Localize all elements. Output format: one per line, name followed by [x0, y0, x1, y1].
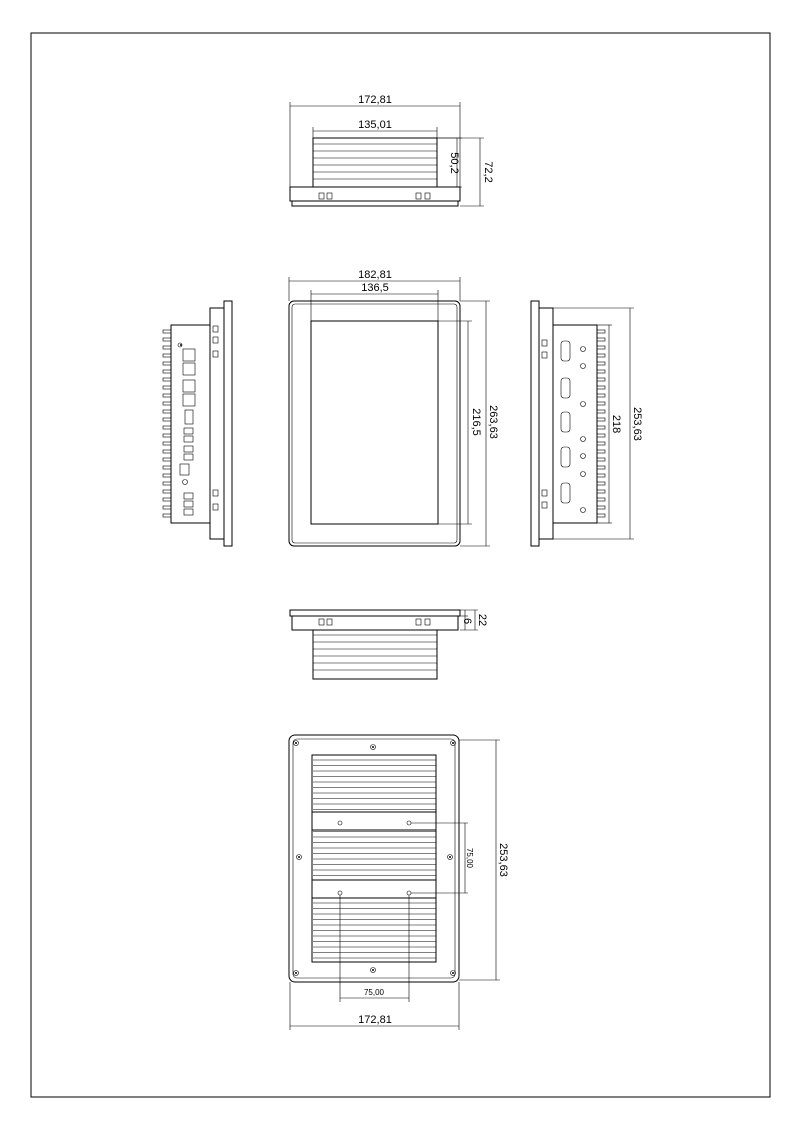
top-outer-width-label: 172,81 — [358, 94, 392, 106]
heatsink-fin — [596, 329, 606, 334]
heatsink-fin — [596, 353, 606, 358]
heatsink-fin — [162, 345, 172, 350]
heatsink-fin — [162, 369, 172, 374]
heatsink-fin — [596, 377, 606, 382]
right-inner-height-label: 218 — [610, 415, 622, 433]
heatsink-fin — [162, 481, 172, 486]
heatsink-fin — [596, 489, 606, 494]
heatsink-fin — [596, 433, 606, 438]
heatsink-fin — [162, 329, 172, 334]
front-screen-width-label: 136,5 — [361, 282, 389, 294]
heatsink-fin — [162, 361, 172, 366]
top-total-depth-label: 72,2 — [482, 161, 494, 182]
heatsink-fin — [596, 449, 606, 454]
heatsink-fin — [596, 369, 606, 374]
front-outer-height-label: 263,63 — [487, 405, 499, 439]
heatsink-fin — [596, 457, 606, 462]
heatsink-fin — [596, 417, 606, 422]
top-inner-width-label: 135,01 — [358, 119, 392, 131]
front-screen-height-label: 216,5 — [470, 408, 482, 436]
heatsink-fin — [162, 433, 172, 438]
heatsink-fin — [162, 513, 172, 518]
right-outer-height-label: 253,63 — [631, 407, 643, 441]
right-side-view: 218 253,63 — [530, 300, 643, 547]
heatsink-fin — [162, 489, 172, 494]
left-side-view — [162, 300, 233, 547]
heatsink-fin — [596, 441, 606, 446]
heatsink-fin — [596, 393, 606, 398]
heatsink-fin — [596, 465, 606, 470]
heatsink-fin — [162, 337, 172, 342]
bottom-bezel-label: 6 — [461, 618, 473, 624]
heatsink-fin — [596, 361, 606, 366]
screen-area — [310, 320, 439, 525]
heatsink-fin — [596, 513, 606, 518]
heatsink-fin — [596, 425, 606, 430]
heatsink-fin — [162, 409, 172, 414]
vesa-horizontal-label: 75,00 — [364, 988, 385, 997]
heatsink-fin — [162, 401, 172, 406]
front-outer-width-label: 182,81 — [358, 269, 392, 281]
bottom-view: 22 6 — [289, 609, 488, 680]
heatsink-fin — [162, 353, 172, 358]
heatsink-fin — [162, 425, 172, 430]
heatsink-fin — [596, 385, 606, 390]
heatsink-fin — [162, 457, 172, 462]
heatsink-fin — [162, 417, 172, 422]
heatsink-fin — [162, 377, 172, 382]
heatsink-fin — [162, 393, 172, 398]
heatsink-fin — [162, 505, 172, 510]
front-bezel — [288, 300, 461, 547]
heatsink-fin — [596, 473, 606, 478]
heatsink-fin — [596, 401, 606, 406]
rear-height-label: 253,63 — [497, 843, 509, 877]
front-view: 182,81 136,5 216,5 263,63 — [288, 269, 499, 547]
heatsink-fin — [162, 465, 172, 470]
bottom-depth-label: 22 — [476, 614, 488, 626]
vesa-vertical-label: 75,00 — [465, 848, 474, 869]
heatsink-fin — [596, 505, 606, 510]
drawing-border — [30, 32, 771, 1098]
heatsink-fin — [162, 497, 172, 502]
heatsink-fin — [596, 337, 606, 342]
heatsink-fin — [162, 449, 172, 454]
rear-width-label: 172,81 — [358, 1014, 392, 1026]
heatsink-fin — [162, 385, 172, 390]
heatsink-fin — [596, 409, 606, 414]
heatsink-fin — [596, 497, 606, 502]
top-view: 172,81 135,01 50,2 72,2 — [289, 94, 494, 207]
top-heatsink-depth-label: 50,2 — [448, 152, 460, 173]
rear-view: 75,00 75,00 253,63 172,81 — [288, 734, 509, 1030]
heatsink-fin — [596, 481, 606, 486]
heatsink-fin — [162, 441, 172, 446]
heatsink-fin — [596, 345, 606, 350]
heatsink-fin — [162, 473, 172, 478]
